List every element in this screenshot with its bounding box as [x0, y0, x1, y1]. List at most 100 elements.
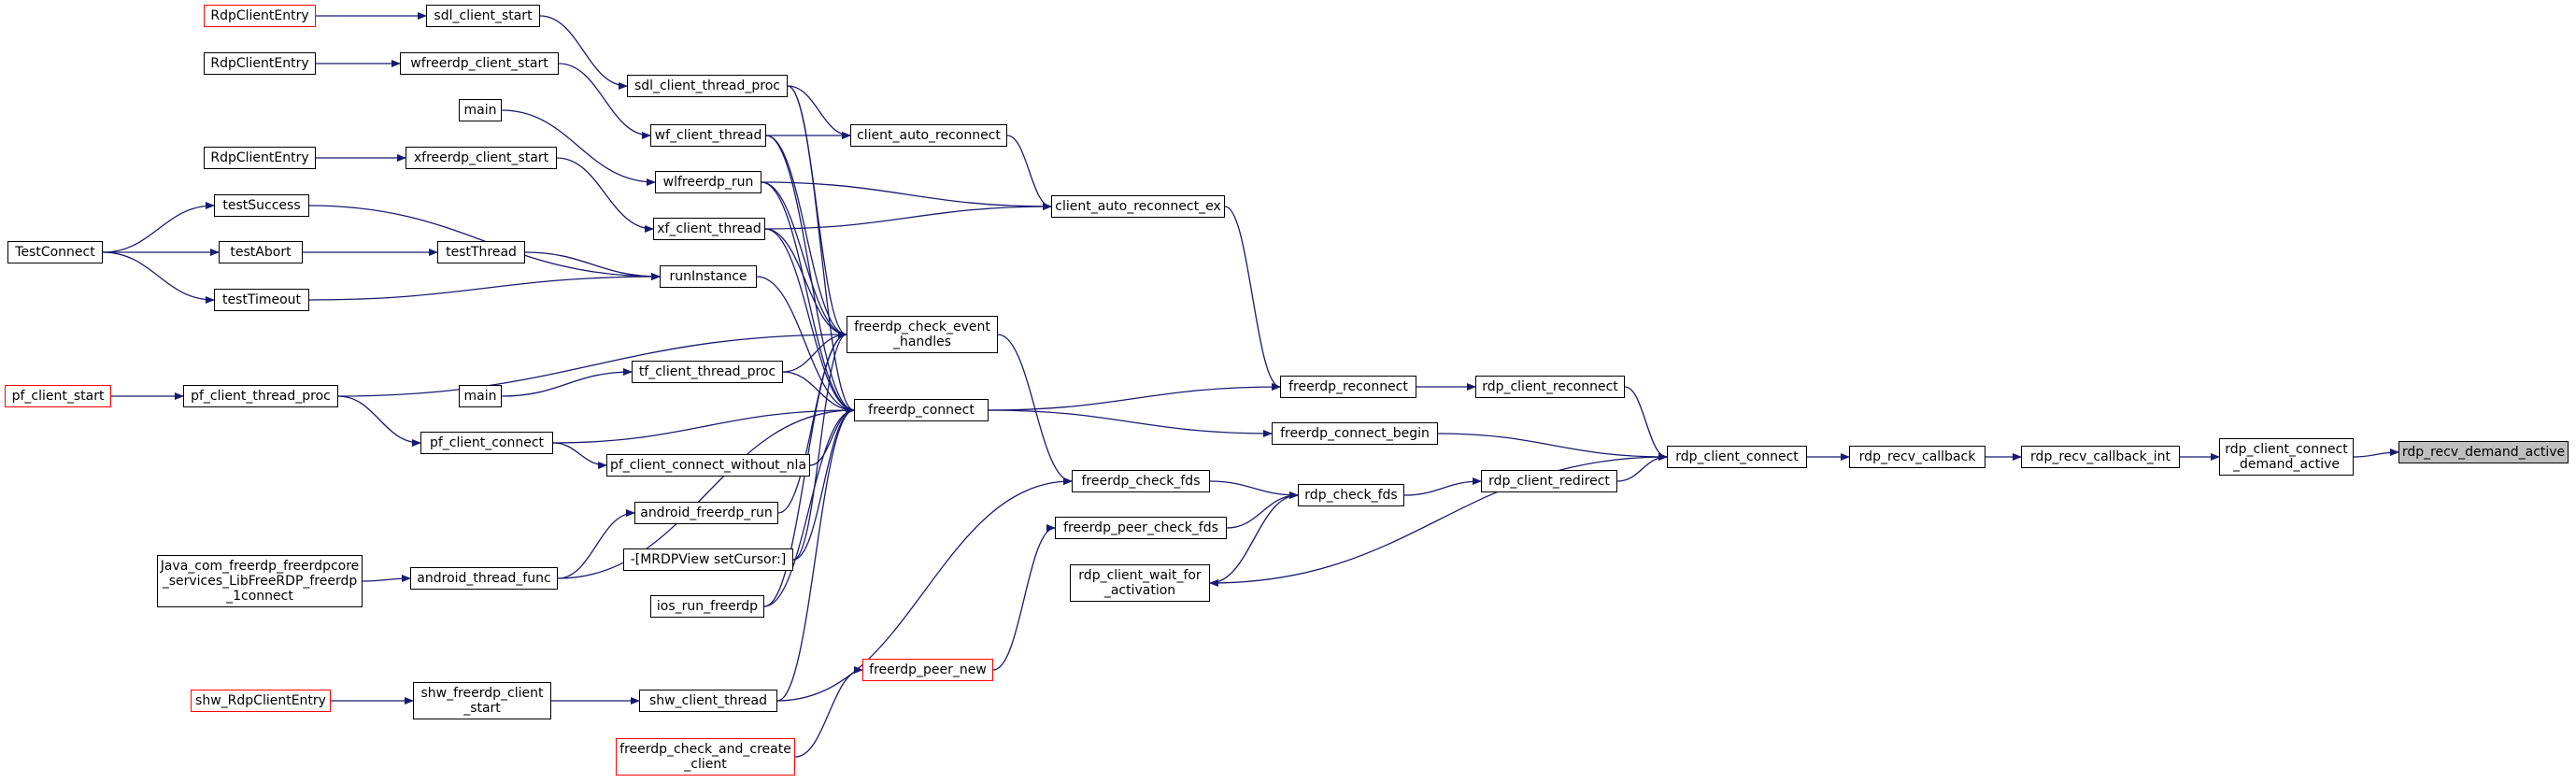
node-testthread[interactable]: testThread: [437, 241, 525, 263]
node-client-auto-reconnect-ex[interactable]: client_auto_reconnect_ex: [1051, 195, 1225, 218]
node-freerdp-connect-begin[interactable]: freerdp_connect_begin: [1272, 422, 1438, 445]
edge-client-auto-reconnect-ex-to-freerdp-reconnect: [1224, 206, 1281, 391]
node-runinstance[interactable]: runInstance: [660, 265, 757, 288]
edge-main-2-to-tf-client-thread-proc: [501, 368, 633, 397]
node-freerdp-reconnect[interactable]: freerdp_reconnect: [1280, 376, 1416, 398]
node-rdp-check-fds[interactable]: rdp_check_fds: [1298, 484, 1404, 506]
node-wlfreerdp-run[interactable]: wlfreerdp_run: [655, 171, 761, 193]
node-freerdp-check-event-handles[interactable]: freerdp_check_event _handles: [847, 316, 998, 353]
node-sdl-client-start[interactable]: sdl_client_start: [426, 5, 540, 27]
node-pf-client-start[interactable]: pf_client_start: [5, 385, 111, 407]
node-shw-freerdp-client-start[interactable]: shw_freerdp_client _start: [413, 682, 551, 719]
node-rdp-client-connect[interactable]: rdp_client_connect: [1667, 446, 1807, 468]
edge-wf-client-thread-to-freerdp-check-event-handles: [765, 135, 847, 338]
node-testtimeout[interactable]: testTimeout: [214, 289, 309, 311]
node-pf-client-connect-without-nla[interactable]: pf_client_connect_without_nla: [606, 454, 810, 477]
node-java-libfreerdp-connect[interactable]: Java_com_freerdp_freerdpcore _services_L…: [157, 555, 363, 607]
node-xfreerdp-client-start[interactable]: xfreerdp_client_start: [406, 147, 557, 169]
edge-freerdp-check-event-handles-to-freerdp-check-fds: [997, 334, 1073, 485]
edge-testthread-to-runinstance: [524, 251, 661, 280]
edge-freerdp-connect-to-freerdp-connect-begin: [988, 409, 1273, 437]
node-ios-run-freerdp[interactable]: ios_run_freerdp: [650, 595, 764, 618]
edge-rdp-client-redirect-to-rdp-client-connect: [1616, 453, 1668, 482]
edge-xf-client-thread-to-freerdp-check-event-handles: [764, 228, 847, 338]
node-main-1[interactable]: main: [459, 99, 502, 121]
node-rdpcliententry-3[interactable]: RdpClientEntry: [204, 147, 316, 169]
node-freerdp-connect[interactable]: freerdp_connect: [854, 399, 989, 421]
edge-sdl-client-thread-proc-to-freerdp-connect: [787, 85, 855, 414]
edge-wlfreerdp-run-to-freerdp-connect: [761, 181, 855, 414]
edge-rdp-check-fds-to-rdp-client-redirect: [1403, 477, 1482, 496]
node-rdp-client-reconnect[interactable]: rdp_client_reconnect: [1475, 376, 1625, 398]
edge-wlfreerdp-run-to-client-auto-reconnect-ex: [761, 181, 1052, 210]
node-freerdp-check-fds[interactable]: freerdp_check_fds: [1072, 470, 1210, 492]
edge-pf-client-connect-to-freerdp-connect: [552, 406, 855, 444]
edge-xfreerdp-client-start-to-xf-client-thread: [556, 157, 654, 233]
node-shw-client-thread[interactable]: shw_client_thread: [639, 690, 777, 712]
node-shw-rdpcliententry[interactable]: shw_RdpClientEntry: [191, 690, 331, 712]
edge-freerdp-peer-new-to-freerdp-peer-check-fds: [992, 524, 1056, 671]
edge-wlfreerdp-run-to-freerdp-check-event-handles: [761, 181, 847, 338]
node-rdp-client-connect-demand-active[interactable]: rdp_client_connect _demand_active: [2219, 438, 2354, 476]
edge-testconnect-to-testsuccess: [102, 202, 215, 253]
edge-pf-client-connect-to-pf-client-connect-without-nla: [552, 442, 607, 469]
edge-xf-client-thread-to-freerdp-connect: [764, 228, 855, 414]
node-mrdpview-setcursor[interactable]: -[MRDPView setCursor:]: [623, 548, 793, 571]
node-rdpcliententry-2[interactable]: RdpClientEntry: [204, 52, 316, 75]
node-pf-client-thread-proc[interactable]: pf_client_thread_proc: [183, 385, 338, 407]
edge-mrdpview-setcursor-to-freerdp-check-event-handles: [792, 331, 847, 561]
edge-rdp-client-wait-for-activation-to-rdp-check-fds: [1209, 491, 1299, 584]
node-freerdp-peer-check-fds[interactable]: freerdp_peer_check_fds: [1055, 517, 1227, 539]
node-rdp-recv-callback-int[interactable]: rdp_recv_callback_int: [2021, 446, 2180, 468]
node-rdp-recv-callback[interactable]: rdp_recv_callback: [1849, 446, 1985, 468]
edge-tf-client-thread-proc-to-freerdp-connect: [782, 371, 855, 414]
edge-shw-client-thread-to-freerdp-check-fds: [776, 477, 1073, 702]
node-android-freerdp-run[interactable]: android_freerdp_run: [634, 502, 778, 524]
node-main-2[interactable]: main: [459, 385, 502, 407]
edge-sdl-client-start-to-sdl-client-thread-proc: [539, 15, 628, 90]
node-rdpcliententry-1[interactable]: RdpClientEntry: [204, 5, 316, 27]
node-freerdp-peer-new[interactable]: freerdp_peer_new: [862, 659, 993, 681]
edge-ios-run-freerdp-to-freerdp-connect: [763, 406, 855, 607]
edge-rdp-client-connect-to-rdp-client-wait-for-activation: [1209, 456, 1668, 587]
node-freerdp-check-and-create-client[interactable]: freerdp_check_and_create _client: [616, 738, 795, 776]
node-pf-client-connect[interactable]: pf_client_connect: [420, 432, 553, 454]
node-rdp-client-wait-for-activation[interactable]: rdp_client_wait_for _activation: [1070, 564, 1210, 602]
node-testconnect[interactable]: TestConnect: [7, 241, 103, 263]
edge-rdp-client-connect-demand-active-to-rdp-recv-demand-active: [2353, 448, 2399, 458]
edge-pf-client-thread-proc-to-pf-client-connect: [337, 395, 421, 447]
edge-main-1-to-wlfreerdp-run: [501, 109, 656, 186]
node-testsuccess[interactable]: testSuccess: [214, 194, 309, 217]
edge-xf-client-thread-to-client-auto-reconnect-ex: [764, 203, 1052, 230]
edge-shw-client-thread-to-freerdp-connect: [776, 406, 855, 702]
edge-freerdp-check-fds-to-rdp-check-fds: [1209, 480, 1299, 499]
edge-wf-client-thread-to-freerdp-connect: [765, 135, 855, 414]
edge-freerdp-connect-begin-to-rdp-client-connect: [1437, 433, 1668, 461]
edge-testconnect-to-testtimeout: [102, 251, 215, 304]
edge-android-thread-func-to-freerdp-connect: [557, 406, 855, 579]
node-wfreerdp-client-start[interactable]: wfreerdp_client_start: [400, 52, 559, 75]
edge-client-auto-reconnect-to-client-auto-reconnect-ex: [1006, 135, 1052, 210]
node-xf-client-thread[interactable]: xf_client_thread: [653, 218, 765, 240]
edge-sdl-client-thread-proc-to-client-auto-reconnect: [787, 85, 851, 139]
edge-wfreerdp-client-start-to-wf-client-thread: [558, 63, 651, 139]
node-rdp-recv-demand-active: rdp_recv_demand_active: [2398, 441, 2569, 463]
edge-freerdp-peer-check-fds-to-rdp-check-fds: [1226, 491, 1299, 529]
node-testabort[interactable]: testAbort: [219, 241, 303, 263]
edge-testtimeout-to-runinstance: [308, 273, 661, 301]
node-rdp-client-redirect[interactable]: rdp_client_redirect: [1481, 470, 1617, 492]
node-tf-client-thread-proc[interactable]: tf_client_thread_proc: [632, 361, 783, 383]
edge-android-thread-func-to-android-freerdp-run: [557, 509, 635, 579]
node-sdl-client-thread-proc[interactable]: sdl_client_thread_proc: [627, 75, 788, 97]
node-android-thread-func[interactable]: android_thread_func: [410, 567, 558, 590]
edge-pf-client-thread-proc-to-freerdp-check-event-handles: [337, 331, 847, 397]
edge-java-libfreerdp-connect-to-android-thread-func: [362, 575, 411, 583]
edge-rdp-client-reconnect-to-rdp-client-connect: [1624, 386, 1668, 461]
node-wf-client-thread[interactable]: wf_client_thread: [650, 124, 766, 147]
edge-mrdpview-setcursor-to-freerdp-connect: [792, 406, 855, 561]
edge-freerdp-check-and-create-client-to-freerdp-peer-new: [794, 666, 863, 758]
edge-runinstance-to-freerdp-connect: [756, 276, 855, 414]
node-client-auto-reconnect[interactable]: client_auto_reconnect: [850, 124, 1007, 147]
